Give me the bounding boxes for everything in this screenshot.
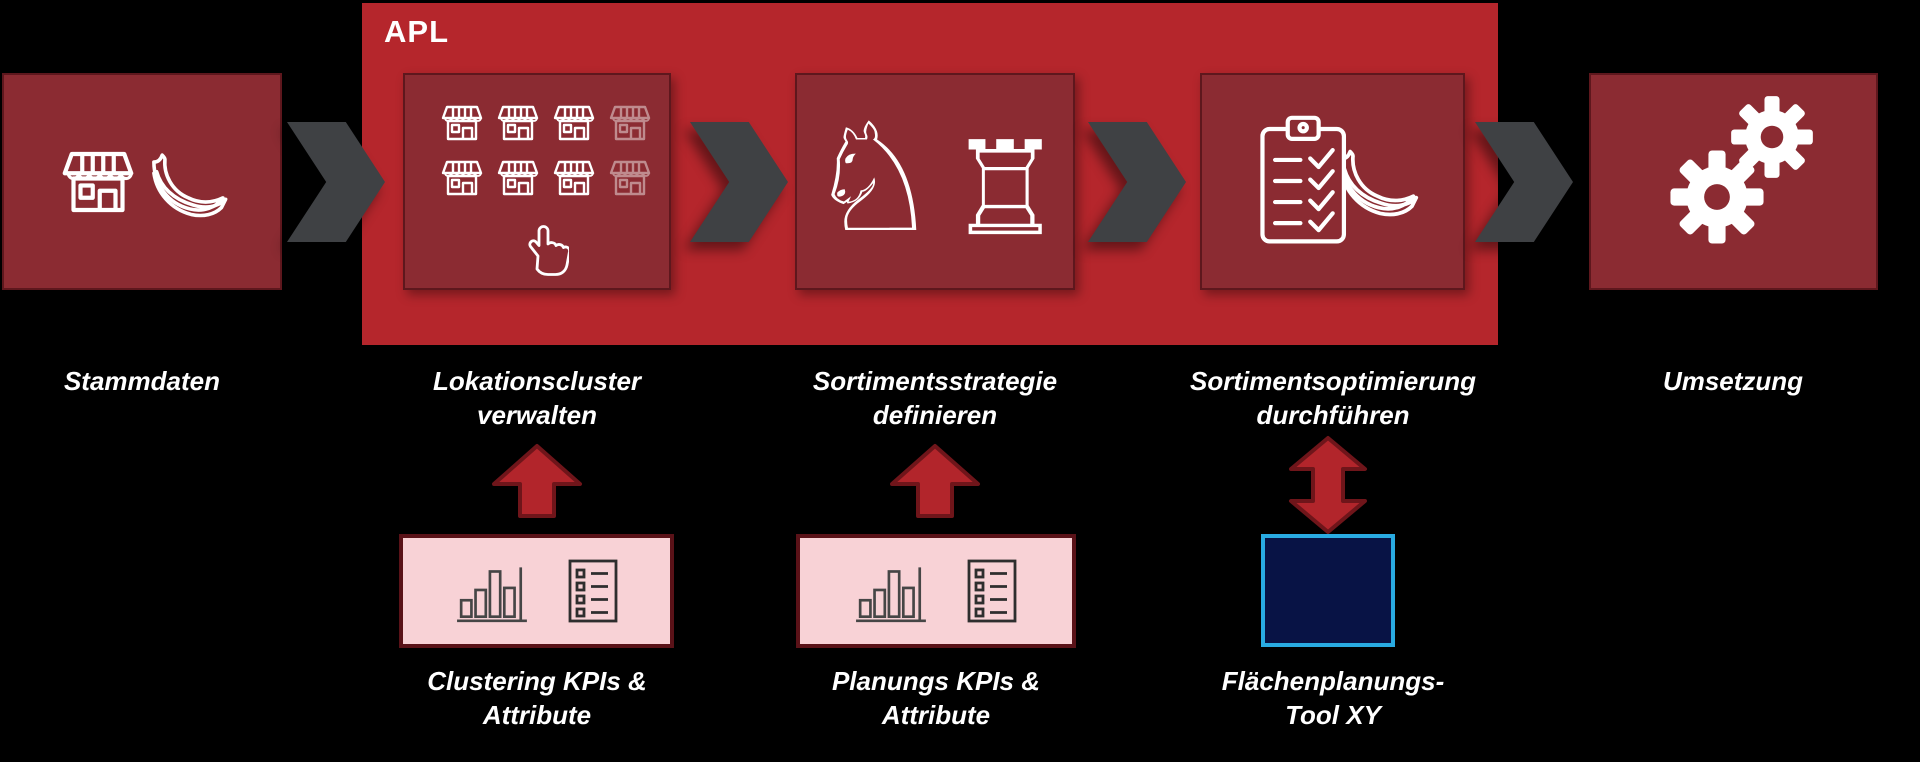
step-label-sortimentsstrategie: Sortimentsstrategie definieren <box>812 366 1058 430</box>
step-label-umsetzung: Umsetzung <box>1662 366 1804 396</box>
kpi-box-planung <box>796 534 1076 648</box>
clipboard-checklist-icon <box>1254 115 1358 247</box>
exchange-arrow-up-down-icon <box>1286 435 1370 535</box>
bar-chart-icon <box>854 559 930 623</box>
step-box-stammdaten <box>2 73 282 290</box>
store-icon-faded <box>607 158 653 198</box>
input-arrow-up-icon <box>889 443 981 519</box>
banana-icon <box>142 151 232 231</box>
input-label-flaechenplanungs-tool: Flächenplanungs- Tool XY <box>1221 666 1445 730</box>
chevron-right-icon <box>1088 122 1186 242</box>
chevron-right-icon <box>287 122 385 242</box>
chevron-right-icon <box>1475 122 1573 242</box>
gear-icon <box>1668 148 1766 246</box>
store-icon <box>59 147 137 217</box>
bar-chart-icon <box>455 559 531 623</box>
checklist-icon <box>966 558 1018 624</box>
store-icon <box>495 158 541 198</box>
chess-strategy-icon: ♘ ♖ <box>797 75 1073 288</box>
store-icon-faded <box>607 103 653 143</box>
input-label-clustering-kpis: Clustering KPIs & Attribute <box>427 666 647 730</box>
step-box-umsetzung <box>1589 73 1878 290</box>
step-label-sortimentsoptimierung: Sortimentsoptimierung durchführen <box>1189 366 1476 430</box>
hand-cursor-icon <box>521 221 569 281</box>
step-box-lokationscluster <box>403 73 671 290</box>
external-tool-box <box>1261 534 1395 647</box>
chevron-right-icon <box>690 122 788 242</box>
step-label-stammdaten: Stammdaten <box>63 366 221 396</box>
step-label-lokationscluster: Lokationscluster verwalten <box>432 366 642 430</box>
chess-rook-icon: ♖ <box>946 113 1064 265</box>
input-arrow-up-icon <box>491 443 583 519</box>
step-box-sortimentsoptimierung <box>1200 73 1465 290</box>
apl-label: APL <box>384 14 449 49</box>
store-icon <box>439 158 485 198</box>
store-icon <box>551 103 597 143</box>
chess-knight-icon: ♘ <box>806 92 941 266</box>
store-icon <box>551 158 597 198</box>
input-label-planungs-kpis: Planungs KPIs & Attribute <box>831 666 1041 730</box>
step-box-sortimentsstrategie: ♘ ♖ <box>795 73 1075 290</box>
store-icon <box>439 103 485 143</box>
kpi-box-clustering <box>399 534 674 648</box>
checklist-icon <box>567 558 619 624</box>
store-icon <box>495 103 541 143</box>
